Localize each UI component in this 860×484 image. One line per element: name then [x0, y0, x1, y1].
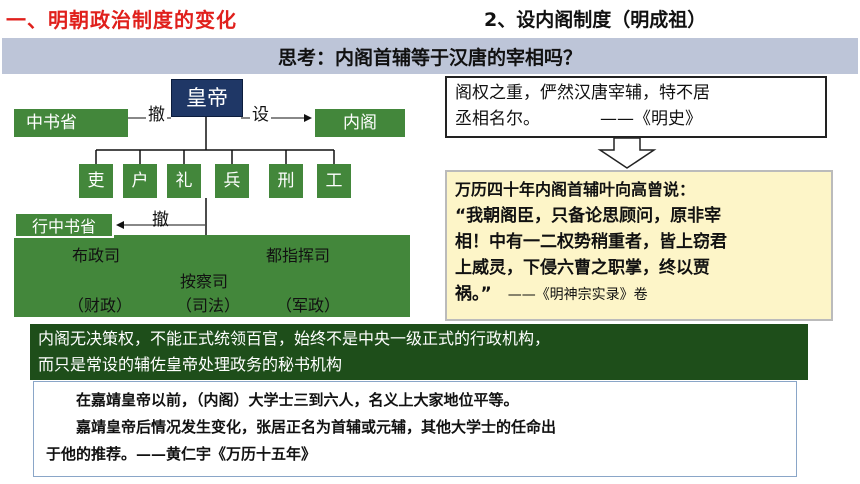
bottom-para3: 于他的推荐。——黄仁宇《万历十五年》	[46, 445, 317, 463]
think-banner	[2, 38, 858, 74]
quote2-intro: 万历四十年内阁首辅叶向高曾说：	[455, 180, 696, 199]
sifa-label: （司法）	[176, 296, 241, 315]
quote2-line2: 相！中有一二权势稍重者，皆上窃君	[455, 232, 727, 252]
conclusion-line1: 内阁无决策权，不能正式统领百官，始终不是中央一级正式的行政机构，	[38, 329, 551, 348]
conclusion-box: 内阁无决策权，不能正式统领百官，始终不是中央一级正式的行政机构， 而只是常设的辅…	[30, 324, 808, 380]
section-title: 一、明朝政治制度的变化	[6, 8, 237, 32]
quote2-line4: 祸。”——《明神宗实录》卷	[455, 284, 648, 304]
quote2-line1: “我朝阁臣，只备论思顾问，原非宰	[455, 206, 722, 226]
abolish-label: 撤	[146, 100, 167, 125]
dept-li: 吏	[79, 164, 113, 198]
junzheng-label: （军政）	[276, 296, 341, 315]
dept-gong: 工	[317, 164, 351, 198]
ancha-label: 按察司	[180, 272, 229, 291]
zhongshu-box: 中书省	[14, 109, 128, 137]
bottom-para2: 嘉靖皇帝后情况发生变化，张居正名为首辅或元辅，其他大学士的任命出	[76, 418, 557, 436]
local-government-box	[14, 235, 410, 317]
bottom-para1: 在嘉靖皇帝以前，（内阁）大学士三到六人，名义上大家地位平等。	[76, 391, 519, 409]
buzheng-label: 布政司	[72, 246, 121, 265]
establish-label: 设	[250, 100, 271, 125]
mingshi-line2: 丞相名尔。——《明史》	[455, 109, 702, 129]
mingshi-quote: 阁权之重，俨然汉唐宰辅，特不居 丞相名尔。——《明史》	[445, 76, 827, 138]
abolish-label-2: 撤	[152, 210, 169, 230]
subsection-title: 2、设内阁制度（明成祖）	[484, 9, 707, 31]
caizheng-label: （财政）	[68, 296, 133, 315]
quote2-source: ——《明神宗实录》卷	[507, 287, 648, 303]
mingshi-source: ——《明史》	[600, 109, 702, 129]
duzhi-label: 都指挥司	[266, 246, 331, 265]
huang-renyu-quote: 在嘉靖皇帝以前，（内阁）大学士三到六人，名义上大家地位平等。 嘉靖皇帝后情况发生…	[33, 381, 797, 477]
emperor-box: 皇帝	[171, 79, 243, 117]
neige-box: 内阁	[315, 109, 405, 137]
ye-xianggao-quote: 万历四十年内阁首辅叶向高曾说： “我朝阁臣，只备论思顾问，原非宰 相！中有一二权…	[445, 170, 833, 321]
mingshi-line1: 阁权之重，俨然汉唐宰辅，特不居	[455, 83, 710, 103]
think-question: 思考：内阁首辅等于汉唐的宰相吗？	[277, 47, 582, 69]
conclusion-line2: 而只是常设的辅佐皇帝处理政务的秘书机构	[38, 355, 343, 374]
quote2-line3: 上威灵，下侵六曹之职掌，终以贾	[455, 258, 710, 278]
dept-bing: 兵	[215, 164, 249, 198]
xingzhong-label: 行中书省	[14, 212, 114, 238]
dept-xing: 刑	[269, 164, 303, 198]
dept-lii: 礼	[167, 164, 201, 198]
dept-hu: 户	[123, 164, 157, 198]
